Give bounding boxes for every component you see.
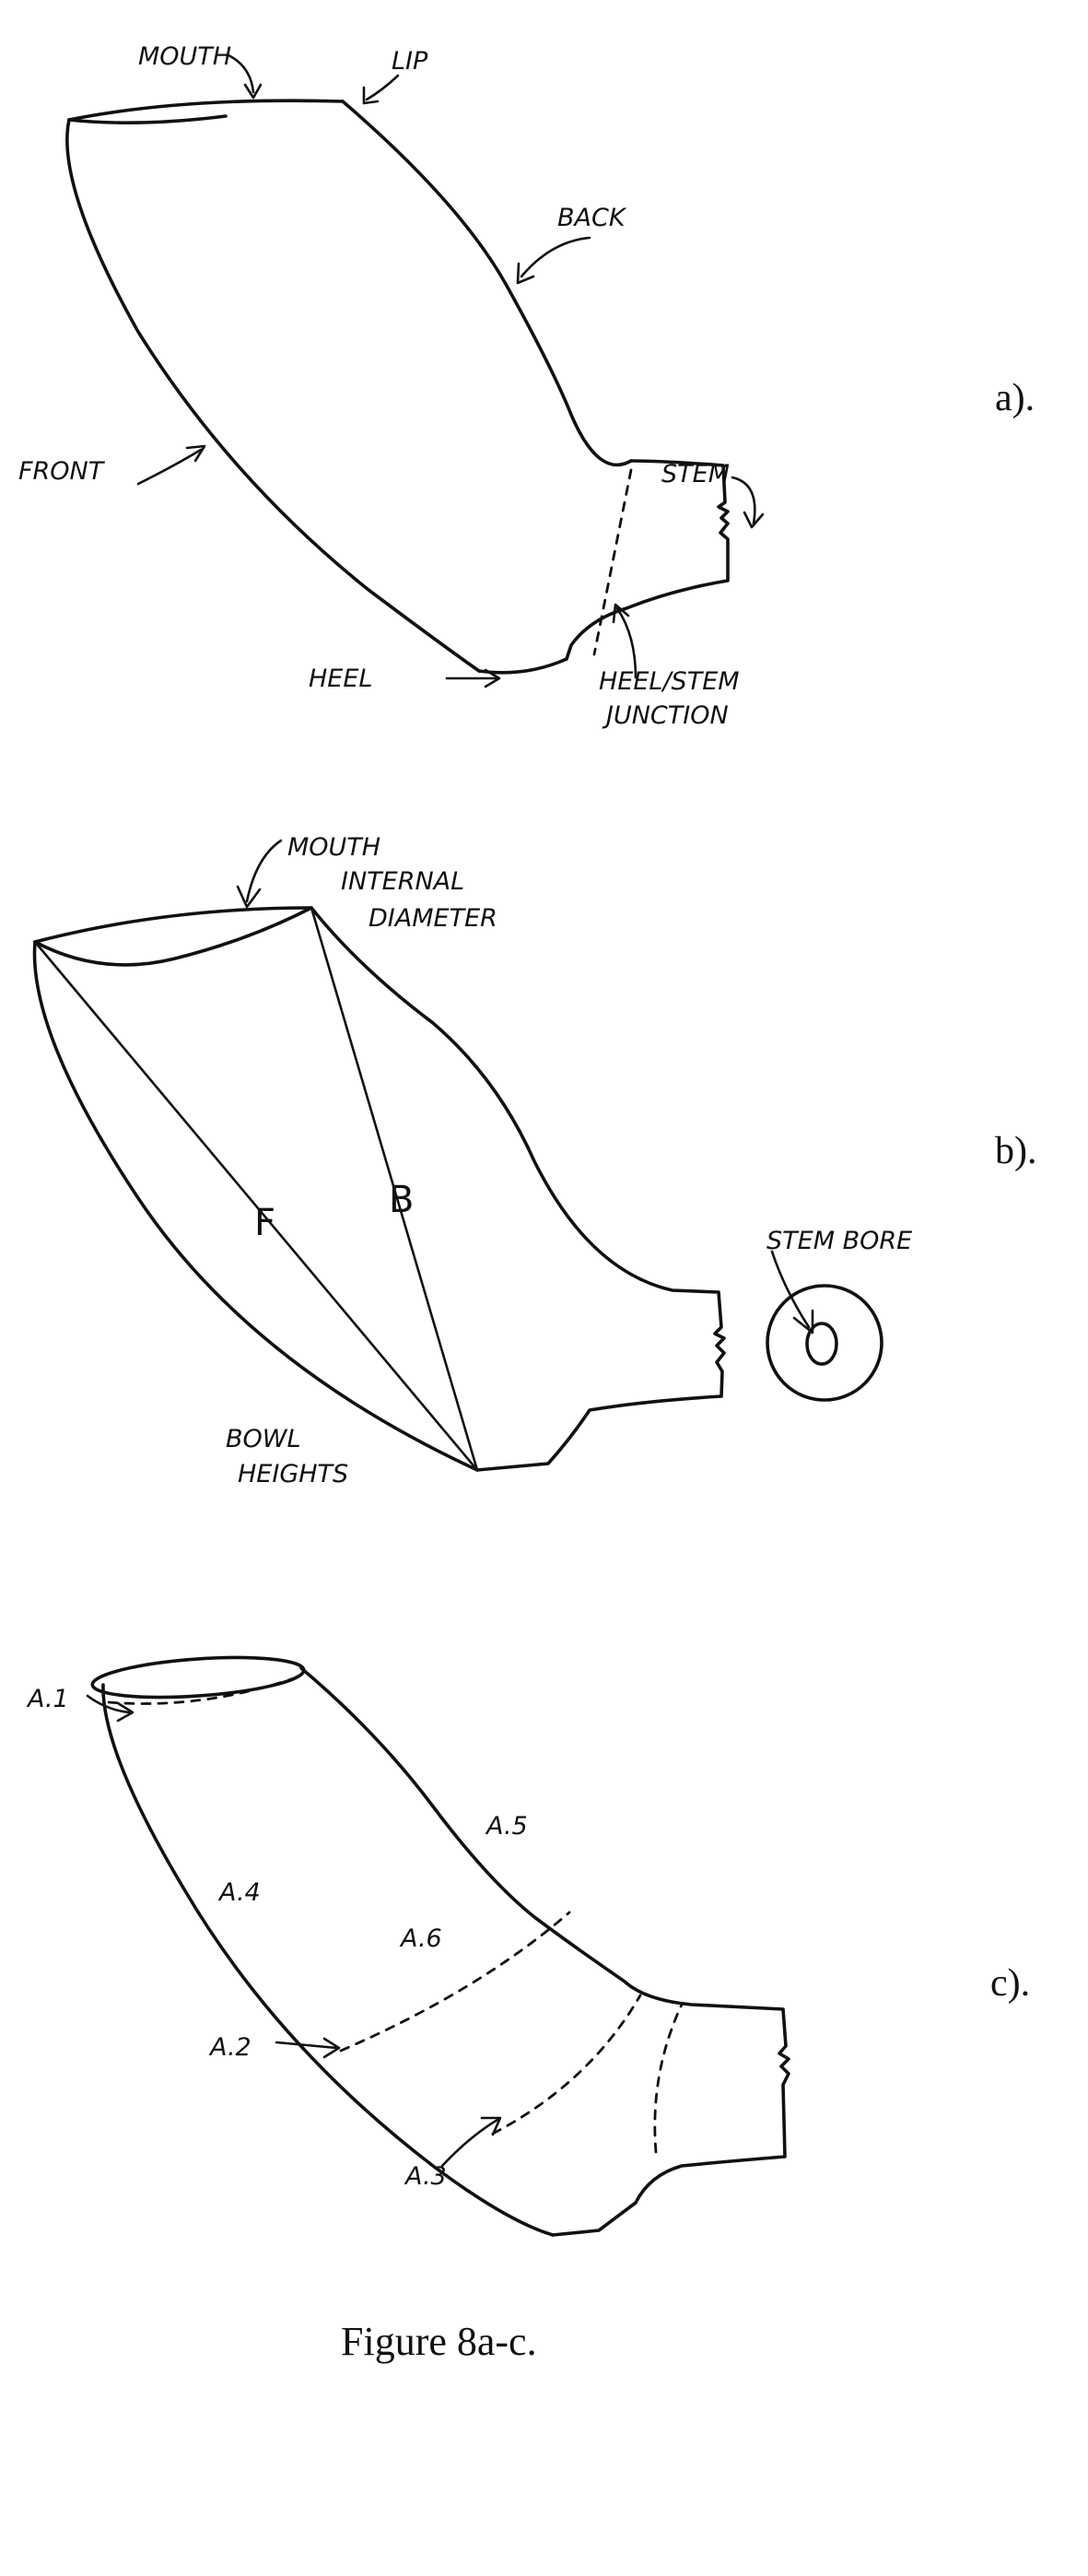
figure-b: MOUTH INTERNAL DIAMETER F B BOWL HEIGHTS… bbox=[32, 833, 1037, 1488]
panel-label-c: c). bbox=[990, 1962, 1030, 2005]
label-back: BACK bbox=[557, 204, 627, 232]
label-stem-bore: STEM BORE bbox=[766, 1227, 912, 1255]
label-a3: A.3 bbox=[404, 2162, 447, 2191]
stem-bore-diagram bbox=[766, 1284, 883, 1402]
label-mouth-a: MOUTH bbox=[138, 42, 231, 71]
label-a2: A.2 bbox=[208, 2033, 252, 2062]
label-a1: A.1 bbox=[26, 1685, 69, 1713]
figure-a: MOUTH LIP BACK FRONT STEM HEEL HEEL/STEM… bbox=[18, 42, 1035, 730]
label-diameter: DIAMETER bbox=[369, 904, 497, 933]
figure-c: A.1 A.2 A.3 A.4 A.5 A.6 c). bbox=[26, 1655, 1030, 2237]
pipe-bowl-outline-a bbox=[65, 99, 730, 675]
zone-boundary-lines bbox=[107, 1676, 684, 2154]
label-a6: A.6 bbox=[399, 1924, 442, 1953]
label-stem: STEM bbox=[661, 460, 730, 488]
label-front: FRONT bbox=[18, 457, 106, 486]
label-a4: A.4 bbox=[217, 1878, 261, 1907]
annotation-arrows-a bbox=[136, 53, 765, 688]
panel-label-b: b). bbox=[995, 1130, 1037, 1172]
label-bowl: BOWL bbox=[226, 1425, 301, 1453]
figure-caption: Figure 8a-c. bbox=[341, 2319, 537, 2364]
label-back-height: B bbox=[389, 1179, 414, 1221]
heel-stem-junction-line bbox=[592, 468, 633, 656]
annotation-arrows-c bbox=[86, 1694, 502, 2168]
label-a5: A.5 bbox=[485, 1812, 528, 1841]
label-mouth-b: MOUTH bbox=[287, 833, 380, 862]
label-lip: LIP bbox=[392, 47, 428, 76]
label-internal: INTERNAL bbox=[341, 867, 464, 896]
bowl-height-lines bbox=[33, 906, 479, 1472]
label-heights: HEIGHTS bbox=[238, 1460, 348, 1488]
label-front-height: F bbox=[254, 1202, 275, 1244]
panel-label-a: a). bbox=[995, 377, 1035, 419]
label-junction: JUNCTION bbox=[602, 701, 729, 730]
pipe-bowl-outline-b bbox=[32, 906, 726, 1472]
label-heel-stem: HEEL/STEM bbox=[599, 667, 740, 696]
annotation-arrows-b bbox=[236, 839, 814, 1335]
pipe-bowl-outline-c bbox=[90, 1655, 790, 2237]
label-heel: HEEL bbox=[309, 665, 372, 693]
